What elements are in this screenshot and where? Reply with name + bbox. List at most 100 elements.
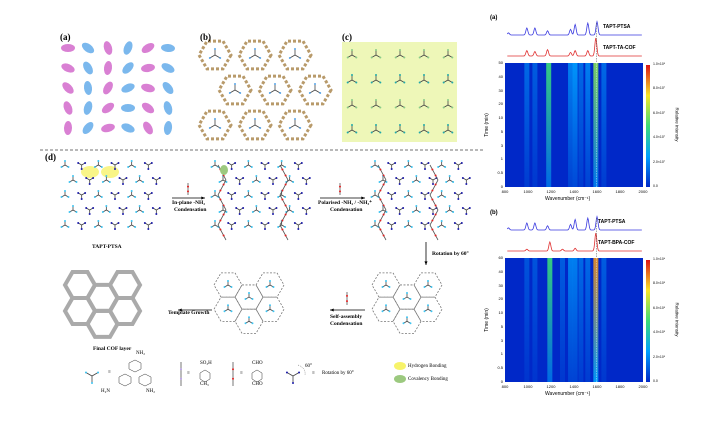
bond (249, 54, 256, 59)
amine-end (399, 99, 401, 101)
amine-end (259, 127, 262, 129)
heatmap-band (524, 63, 530, 187)
molecule-c (418, 74, 430, 84)
tapt-node (285, 205, 295, 213)
amine-end (288, 127, 291, 129)
amine-end (394, 162, 397, 164)
linker (377, 209, 387, 226)
tapt-node (135, 175, 145, 183)
equiv-1: ≡ (108, 370, 111, 375)
y-tick-label: 1 (500, 156, 503, 162)
amine-end (150, 222, 153, 224)
amine-end (468, 207, 471, 209)
molecule-a (141, 63, 155, 73)
tapt-node (85, 177, 95, 185)
linker-end (284, 204, 287, 207)
amine-end (427, 81, 430, 84)
molecule-a (83, 61, 93, 75)
tapt-node (210, 220, 220, 228)
amine-end (234, 192, 237, 194)
linker-end (187, 185, 189, 188)
bond (234, 89, 241, 94)
amine-end (85, 177, 88, 179)
linker-end (281, 189, 284, 192)
y-tick-label: 30 (498, 87, 503, 93)
amine-end (385, 181, 388, 183)
amine-end (147, 198, 150, 200)
amine-end (461, 177, 464, 179)
amine-end (135, 181, 138, 183)
molecule-a (81, 42, 95, 54)
amine-end (227, 304, 229, 307)
pore-b (237, 39, 273, 71)
amine-end (460, 162, 463, 164)
amine-end (428, 177, 431, 179)
amine-end (418, 211, 421, 213)
molecule-a (101, 123, 115, 133)
amine-end (293, 162, 296, 164)
pore-b (277, 39, 313, 71)
amine-end (427, 222, 430, 224)
heatmap-band (585, 258, 591, 382)
amine-end (250, 166, 253, 168)
so3h-label: SO₃H (200, 361, 212, 366)
pore-b (197, 109, 233, 141)
y-tick-label: 3 (500, 142, 503, 148)
amine-end (91, 382, 93, 384)
colorbar-label: Relative intensity (674, 107, 680, 142)
tapt-ptsa-label: TAPT-PTSA (92, 244, 122, 250)
tapt-node (428, 207, 438, 215)
amine-end (269, 280, 271, 282)
ch3-label: CH₃ (200, 382, 209, 387)
amine-end (403, 131, 406, 134)
x-tick-label: 1400 (569, 384, 579, 389)
amine-end (269, 304, 271, 307)
linker (377, 179, 387, 196)
y-tick-label: 0 (500, 184, 503, 189)
legend-rotation-label: Rotation by 60° (322, 371, 354, 376)
spectrum-label: TAPT-PTSA (598, 219, 626, 225)
amine-end (284, 226, 287, 228)
step2-label-2: Condensation (330, 207, 363, 213)
amine-end (279, 92, 282, 94)
amine-end (93, 196, 96, 198)
amine-end (351, 99, 353, 101)
amine-end (244, 298, 247, 301)
amine-end (230, 286, 233, 288)
amine-end (427, 280, 429, 282)
amine-end (234, 162, 237, 164)
amine-end (453, 192, 456, 194)
linker-end (222, 204, 225, 207)
x-tick-label: 1200 (546, 384, 556, 389)
amine-end (398, 213, 401, 215)
amine-end (292, 181, 295, 183)
amine-end (407, 160, 410, 162)
tapt-node (60, 190, 70, 198)
linker-end (222, 183, 225, 186)
amine-end (388, 286, 391, 288)
linker-end (281, 219, 284, 222)
colorbar-tick-label: 6.0×10⁷ (653, 110, 666, 115)
tapt-node (268, 207, 278, 215)
amine-end (411, 211, 414, 213)
amine-end (444, 166, 447, 168)
linker-end (284, 174, 287, 177)
spectrum-tapt-ptsa (506, 215, 642, 231)
amine-end (248, 127, 251, 129)
amine-end (100, 166, 103, 168)
amine-end (374, 190, 376, 192)
y-tick-label: 20 (498, 296, 503, 302)
guest-tapt (244, 316, 254, 325)
amine-end (268, 207, 271, 209)
molecule-c (370, 74, 382, 84)
linker-end (222, 213, 225, 216)
amine-end (305, 213, 308, 215)
tapt-node (387, 192, 397, 200)
linker-end (284, 234, 287, 237)
amine-end (403, 106, 406, 109)
tapt-node (428, 177, 438, 185)
amine-end (225, 181, 228, 183)
amine-end (218, 211, 221, 213)
amine-end (130, 220, 133, 222)
tapt-node (378, 205, 388, 213)
